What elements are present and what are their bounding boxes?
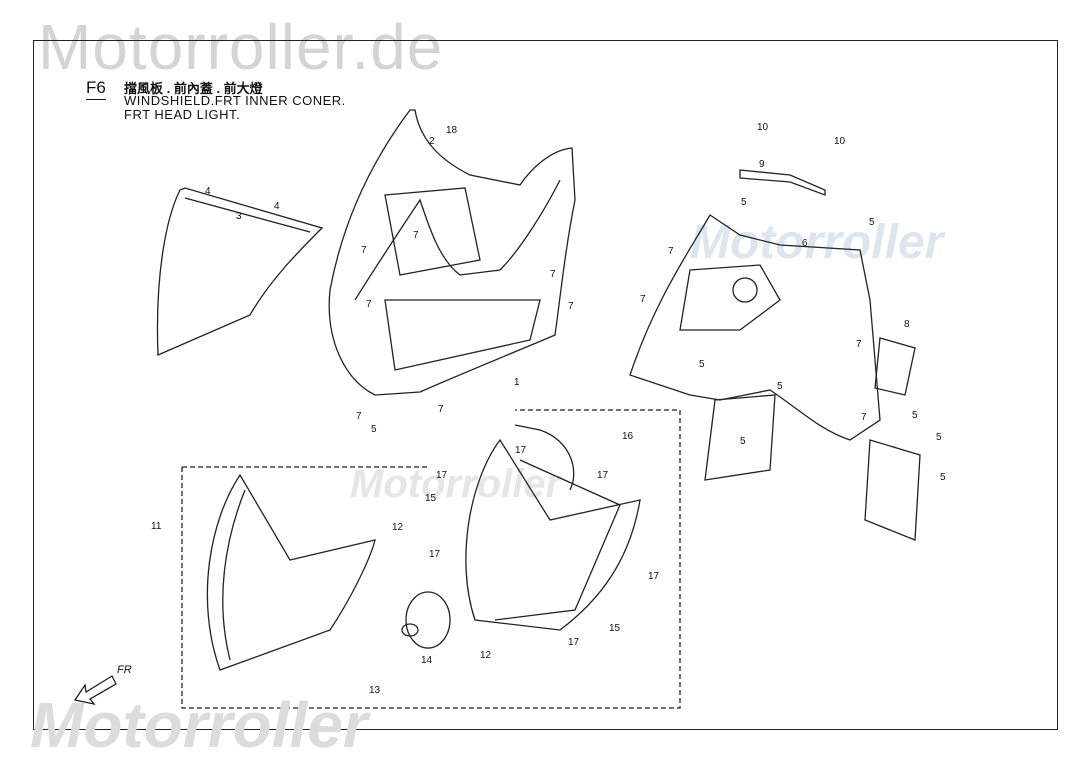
wire-harness-part xyxy=(514,424,575,491)
callout-17: 17 xyxy=(436,470,448,481)
callout-10: 10 xyxy=(834,136,846,147)
callout-8: 8 xyxy=(904,319,910,330)
callout-7: 7 xyxy=(550,269,556,280)
callout-7: 7 xyxy=(356,411,362,422)
panel-part xyxy=(874,337,916,396)
callout-5: 5 xyxy=(741,197,747,208)
diagram-frame xyxy=(33,40,1058,730)
callout-5: 5 xyxy=(740,436,746,447)
callout-18: 18 xyxy=(446,125,458,136)
callout-5: 5 xyxy=(869,217,875,228)
callout-7: 7 xyxy=(568,301,574,312)
front-cover-part xyxy=(328,109,576,396)
callout-7: 7 xyxy=(668,246,674,257)
figure-code: F6 xyxy=(86,78,106,100)
callout-7: 7 xyxy=(366,299,372,310)
callout-10: 10 xyxy=(757,122,769,133)
title-chinese: 擋風板 . 前內蓋 . 前大燈 xyxy=(124,81,263,96)
callout-17: 17 xyxy=(568,637,580,648)
callout-7: 7 xyxy=(438,404,444,415)
callout-12: 12 xyxy=(480,650,492,661)
callout-7: 7 xyxy=(856,339,862,350)
callout-6: 6 xyxy=(802,238,808,249)
callout-7: 7 xyxy=(361,245,367,256)
callout-5: 5 xyxy=(936,432,942,443)
callout-9: 9 xyxy=(759,159,765,170)
callout-2: 2 xyxy=(429,136,435,147)
callout-12: 12 xyxy=(392,522,404,533)
callout-13: 13 xyxy=(369,685,381,696)
callout-5: 5 xyxy=(940,472,946,483)
callout-7: 7 xyxy=(861,412,867,423)
callout-15: 15 xyxy=(609,623,621,634)
callout-16: 16 xyxy=(622,431,634,442)
headlight-lens-part xyxy=(206,473,376,671)
callout-17: 17 xyxy=(515,445,527,456)
callout-17: 17 xyxy=(429,549,441,560)
title-english-line2: FRT HEAD LIGHT. xyxy=(124,107,241,122)
inner-cover-part xyxy=(629,214,881,441)
callout-3: 3 xyxy=(236,211,242,222)
callout-5: 5 xyxy=(777,381,783,392)
bracket-part xyxy=(739,169,826,196)
callout-14: 14 xyxy=(421,655,433,666)
callout-11: 11 xyxy=(151,521,162,532)
callout-5: 5 xyxy=(912,410,918,421)
callout-17: 17 xyxy=(648,571,660,582)
callout-1: 1 xyxy=(514,377,520,388)
callout-5: 5 xyxy=(371,424,377,435)
callout-5: 5 xyxy=(699,359,705,370)
front-direction-label: FR xyxy=(117,664,132,676)
callout-17: 17 xyxy=(597,470,609,481)
callout-15: 15 xyxy=(425,493,437,504)
title-english-line1: WINDSHIELD.FRT INNER CONER. xyxy=(124,93,346,108)
windshield-part xyxy=(156,187,324,356)
callout-4: 4 xyxy=(205,186,211,197)
headlight-housing-part xyxy=(465,438,641,631)
bulb-part xyxy=(405,591,451,649)
callout-4: 4 xyxy=(274,201,280,212)
callout-7: 7 xyxy=(413,230,419,241)
callout-7: 7 xyxy=(640,294,646,305)
front-direction-arrow-icon xyxy=(73,675,117,706)
